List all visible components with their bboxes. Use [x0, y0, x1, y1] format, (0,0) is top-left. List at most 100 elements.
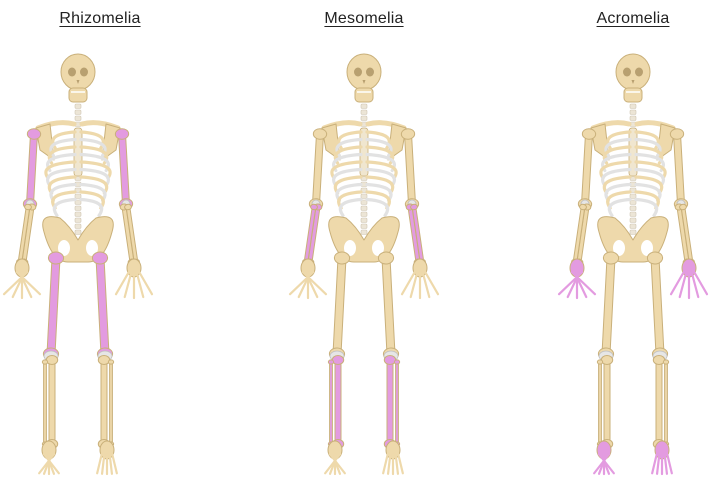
ulna-left-proximal-end: [24, 204, 32, 210]
tibia-right: [387, 360, 393, 444]
femur-right: [382, 258, 395, 354]
femur-left-proximal-end: [334, 252, 350, 265]
fibula-left-proximal-end: [597, 360, 602, 364]
vertebra: [630, 194, 636, 199]
vertebra: [361, 224, 367, 229]
femur-left-group: [329, 252, 350, 361]
rib-right: [636, 200, 657, 216]
femur-right: [96, 258, 109, 354]
femur-left-group: [43, 252, 64, 361]
tibia-right-group: [98, 356, 109, 449]
fibula-left-proximal-end: [328, 360, 333, 364]
tibia-right-group: [653, 356, 664, 449]
tibia-right-group: [384, 356, 395, 449]
femur-left-proximal-end: [48, 252, 64, 265]
fibula-right-proximal-end: [108, 360, 113, 364]
tibia-right-proximal-end: [653, 356, 664, 365]
tibia-left-proximal-end: [332, 356, 343, 365]
fibula-right-group: [108, 360, 113, 446]
panel-acromelia: Acromelia: [533, 0, 710, 482]
vertebra: [361, 110, 367, 115]
tibia-right: [101, 360, 107, 444]
foot-right-digit: [667, 454, 672, 473]
fibula-right: [110, 362, 113, 444]
mandible: [624, 88, 642, 102]
foot-right-digit: [398, 454, 403, 473]
tibia-left: [604, 360, 610, 444]
fibula-right-proximal-end: [394, 360, 399, 364]
vertebra: [630, 116, 636, 121]
mandible: [355, 88, 373, 102]
vertebra: [361, 194, 367, 199]
femur-right: [651, 258, 664, 354]
eye-socket-right: [635, 68, 643, 77]
femur-left: [602, 258, 615, 354]
humerus-left: [27, 134, 38, 204]
vertebra: [75, 230, 81, 235]
ulna-right-proximal-end: [679, 204, 687, 210]
foot-right-digit: [383, 454, 388, 473]
vertebra: [75, 194, 81, 199]
skull: [616, 54, 650, 90]
skull: [61, 54, 95, 90]
humerus-right: [119, 134, 130, 204]
mandible: [69, 88, 87, 102]
rib-right: [81, 200, 102, 216]
ulna-left-proximal-end: [579, 204, 587, 210]
eye-socket-left: [623, 68, 631, 77]
eye-socket-left: [354, 68, 362, 77]
fibula-left: [44, 362, 47, 444]
femur-right-proximal-end: [378, 252, 394, 265]
femur-left-proximal-end: [603, 252, 619, 265]
panel-mesomelia: Mesomelia: [264, 0, 464, 482]
femur-right-proximal-end: [92, 252, 108, 265]
humerus-left-proximal-end: [27, 128, 41, 139]
tibia-left: [49, 360, 55, 444]
skeleton-acromelia: [533, 0, 710, 482]
vertebra: [361, 206, 367, 211]
fibula-right-group: [663, 360, 668, 446]
fibula-left-group: [328, 360, 333, 446]
foot-right-digit: [652, 454, 657, 473]
tibia-right-proximal-end: [98, 356, 109, 365]
vertebra: [75, 110, 81, 115]
panel-rhizomelia: Rhizomelia: [0, 0, 200, 482]
humerus-left: [313, 134, 324, 204]
humerus-right-proximal-end: [401, 128, 415, 139]
humerus-right-proximal-end: [115, 128, 129, 139]
femur-right-group: [378, 252, 399, 361]
rib-left: [54, 200, 75, 216]
eye-socket-left: [68, 68, 76, 77]
tibia-left-proximal-end: [601, 356, 612, 365]
ulna-right-proximal-end: [410, 204, 418, 210]
fibula-right-proximal-end: [663, 360, 668, 364]
vertebra: [75, 116, 81, 121]
vertebra: [630, 104, 636, 109]
foot-right-digit: [97, 454, 102, 473]
skeleton-mesomelia: [264, 0, 464, 482]
tibia-left-group: [332, 356, 343, 449]
vertebra: [361, 116, 367, 121]
humerus-right: [405, 134, 416, 204]
rib-left: [609, 200, 630, 216]
ulna-right-proximal-end: [124, 204, 132, 210]
skull: [347, 54, 381, 90]
humerus-right: [674, 134, 685, 204]
humerus-left: [582, 134, 593, 204]
vertebra: [361, 230, 367, 235]
femur-right-group: [647, 252, 668, 361]
vertebra: [630, 212, 636, 217]
eye-socket-right: [80, 68, 88, 77]
vertebra: [75, 218, 81, 223]
tibia-right-proximal-end: [384, 356, 395, 365]
tibia-left-group: [46, 356, 57, 449]
rib-left: [340, 200, 361, 216]
vertebra: [630, 110, 636, 115]
femur-right-proximal-end: [647, 252, 663, 265]
humerus-right-proximal-end: [670, 128, 684, 139]
femur-left-group: [598, 252, 619, 361]
vertebra: [75, 206, 81, 211]
fibula-right-group: [394, 360, 399, 446]
fibula-left: [599, 362, 602, 444]
rib-right: [367, 200, 388, 216]
